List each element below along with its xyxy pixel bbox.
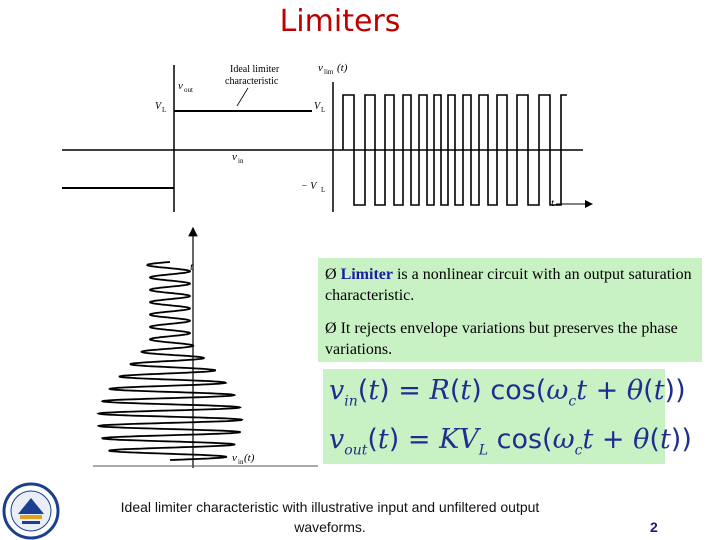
svg-text:in: in (238, 458, 244, 466)
svg-text:in: in (238, 157, 244, 165)
negVL-label: − V L (301, 181, 325, 194)
university-logo-icon (2, 482, 60, 540)
svg-text:v: v (178, 80, 183, 92)
bullet-keyword: Limiter (340, 266, 393, 283)
bullet-marker: Ø (325, 320, 337, 337)
svg-text:(t): (t) (337, 62, 348, 74)
VL-label-left: V L (155, 101, 166, 114)
ideal-label-line1: Ideal limiter (230, 64, 280, 75)
equation-box: vin(t) = R(t) cos(ωct + θ(t)) vout(t) = … (323, 369, 692, 464)
VL-label-right: V L (314, 101, 325, 114)
bullet-text: It rejects envelope variations but prese… (325, 320, 678, 358)
bullet-limiter: Ø Limiter is a nonlinear circuit with an… (325, 264, 695, 306)
svg-text:v: v (318, 62, 323, 74)
bullet-text: is a nonlinear circuit with an output sa… (325, 266, 692, 304)
svg-text:(t): (t) (244, 452, 255, 464)
bullet-envelope: Ø It rejects envelope variations but pre… (325, 318, 695, 360)
vin-axis-label: v in (232, 151, 244, 165)
t-label-horizontal: t (551, 197, 555, 209)
svg-text:lim: lim (324, 68, 334, 76)
svg-text:L: L (321, 186, 325, 194)
bullet-marker: Ø (325, 266, 337, 283)
svg-text:v: v (232, 151, 237, 163)
vin-wave-label: v in (t) (232, 452, 255, 466)
svg-text:V: V (314, 101, 322, 112)
page-number: 2 (650, 519, 658, 535)
vout-axis-label: v out (178, 80, 193, 94)
vlim-label: v lim (t) (318, 62, 348, 76)
svg-text:L: L (321, 106, 325, 114)
slide-title: Limiters (279, 4, 401, 39)
limited-output-waveform (342, 94, 567, 206)
input-waveform (96, 261, 244, 461)
svg-text:out: out (184, 86, 193, 94)
ideal-label-line2: characteristic (225, 76, 279, 87)
svg-text:V: V (155, 101, 163, 112)
equation-vin: vin(t) = R(t) cos(ωct + θ(t)) (329, 375, 686, 410)
svg-text:L: L (162, 106, 166, 114)
svg-text:− V: − V (301, 181, 318, 192)
equation-vout: vout(t) = KVL cos(ωct + θ(t)) (329, 424, 692, 459)
bullet-box: Ø Limiter is a nonlinear circuit with an… (318, 258, 702, 362)
svg-text:v: v (232, 452, 237, 464)
figure-caption: Ideal limiter characteristic with illust… (120, 499, 540, 535)
t-label-vertical: t (190, 261, 194, 273)
ideal-label-pointer (236, 87, 249, 107)
